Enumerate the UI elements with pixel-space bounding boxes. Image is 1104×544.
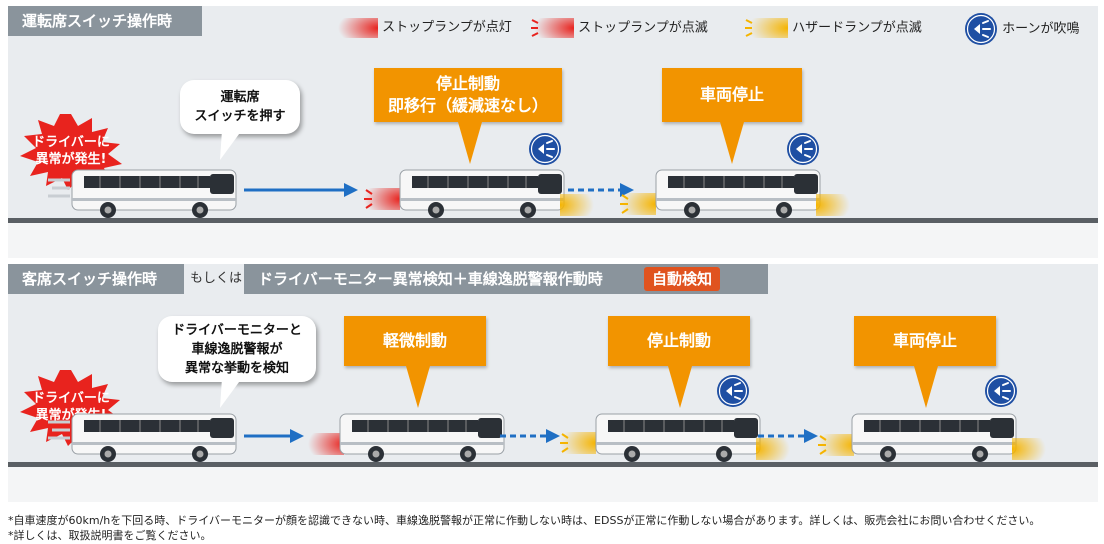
bubble-tail	[220, 378, 242, 408]
bus-stop-braking	[594, 410, 764, 466]
callout-pointer	[914, 366, 938, 408]
horn-icon	[716, 374, 750, 408]
hazard-lamp-blink-icon	[560, 194, 594, 216]
horn-icon	[786, 132, 820, 166]
detect-label: ドライバーモニター異常検知＋車線逸脱警報作動時	[258, 270, 603, 288]
callout-line-2: 即移行（緩減速なし）	[387, 96, 548, 115]
speed-lines-icon	[48, 420, 70, 440]
bus-stopped	[654, 166, 824, 222]
hazard-lamp-blink-icon	[816, 194, 850, 216]
hazard-lamp-blink-icon	[818, 434, 854, 456]
arrow-solid	[244, 429, 304, 443]
stop-lamp-on-icon	[308, 433, 344, 455]
hazard-lamp-blink-icon	[560, 432, 596, 454]
warning-line-1: ドライバーに	[32, 391, 110, 406]
arrow-dashed	[500, 429, 560, 443]
bus-braking	[398, 166, 568, 222]
footnote-2: *詳しくは、取扱説明書をご覧ください。	[8, 529, 212, 542]
bubble-tail	[220, 130, 242, 160]
horn-icon	[964, 12, 998, 46]
callout-light-braking: 軽微制動	[344, 316, 486, 366]
legend-label: ハザードランプが点滅	[792, 20, 922, 36]
bubble-line-1: ドライバーモニターと	[172, 322, 302, 338]
legend-label: ストップランプが点滅	[578, 20, 708, 36]
legend-item-stop-blink: ストップランプが点滅	[530, 16, 708, 40]
auto-detect-badge: 自動検知	[644, 267, 721, 291]
hazard-lamp-blink-icon	[745, 18, 788, 38]
legend-label: ホーンが吹鳴	[1002, 21, 1080, 37]
legend-label: ストップランプが点灯	[382, 20, 512, 35]
stop-lamp-blink-icon	[364, 188, 400, 210]
callout-vehicle-stop: 車両停止	[854, 316, 996, 366]
speech-bubble-driver-switch: 運転席 スイッチを押す	[180, 80, 300, 134]
callout-pointer	[406, 366, 430, 408]
legend-item-hazard-blink: ハザードランプが点滅	[744, 16, 922, 40]
callout-stop-braking: 停止制動	[608, 316, 750, 366]
bus-moving	[70, 410, 240, 466]
section-title: 客席スイッチ操作時	[8, 264, 184, 294]
section-manual-driver-switch: 運転席スイッチ操作時 ストップランプが点灯 ストップランプが点滅 ハザードランプ…	[8, 6, 1098, 258]
callout-vehicle-stop: 車両停止	[662, 68, 802, 122]
callout-line-1: 軽微制動	[382, 331, 447, 350]
callout-line-1: 停止制動	[435, 74, 500, 93]
horn-icon	[984, 374, 1018, 408]
bubble-line-2: 車線逸脱警報が	[191, 341, 283, 357]
hazard-lamp-blink-icon	[620, 193, 656, 215]
callout-line-1: 停止制動	[646, 331, 711, 350]
road-line	[8, 218, 1098, 223]
hazard-lamp-blink-icon	[1012, 438, 1046, 460]
legend-item-stop-on: ストップランプが点灯	[338, 16, 512, 39]
road-surface	[8, 467, 1098, 502]
bus-moving	[70, 166, 240, 222]
bubble-line-1: 運転席	[220, 90, 260, 105]
footnote-1: *自車速度が60km/hを下回る時、ドライバーモニターが顔を認識できない時、車線…	[8, 514, 1041, 527]
callout-line-1: 車両停止	[699, 85, 764, 104]
or-label: もしくは	[190, 271, 243, 286]
callout-pointer	[458, 122, 482, 164]
arrow-solid	[244, 183, 358, 197]
bubble-line-2: スイッチを押す	[194, 109, 286, 124]
hazard-lamp-blink-icon	[756, 438, 790, 460]
legend-item-horn: ホーンが吹鳴	[964, 12, 1080, 46]
warning-line-2: 異常が発生!	[35, 152, 107, 167]
speed-lines-icon	[48, 178, 70, 198]
section-title: 運転席スイッチ操作時	[8, 6, 202, 36]
callout-pointer	[720, 122, 744, 164]
road-line	[8, 462, 1098, 467]
horn-icon	[528, 132, 562, 166]
callout-line-1: 車両停止	[892, 331, 957, 350]
stop-lamp-blink-icon	[531, 18, 574, 38]
speech-bubble-detection: ドライバーモニターと 車線逸脱警報が 異常な挙動を検知	[158, 316, 316, 382]
bubble-line-3: 異常な挙動を検知	[184, 360, 289, 376]
arrow-dashed	[758, 429, 818, 443]
bus-light-braking	[338, 410, 508, 466]
warning-line-1: ドライバーに	[32, 135, 110, 150]
driver-abnormal-warning: ドライバーに 異常が発生!	[16, 112, 126, 190]
stop-lamp-on-icon	[338, 17, 378, 38]
section-passenger-switch-or-auto: 客席スイッチ操作時 もしくは ドライバーモニター異常検知＋車線逸脱警報作動時 自…	[8, 264, 1098, 502]
callout-pointer	[668, 366, 692, 408]
callout-stop-braking-immediate: 停止制動 即移行（緩減速なし）	[374, 68, 562, 122]
road-surface	[8, 223, 1098, 258]
bus-stopped	[850, 410, 1020, 466]
